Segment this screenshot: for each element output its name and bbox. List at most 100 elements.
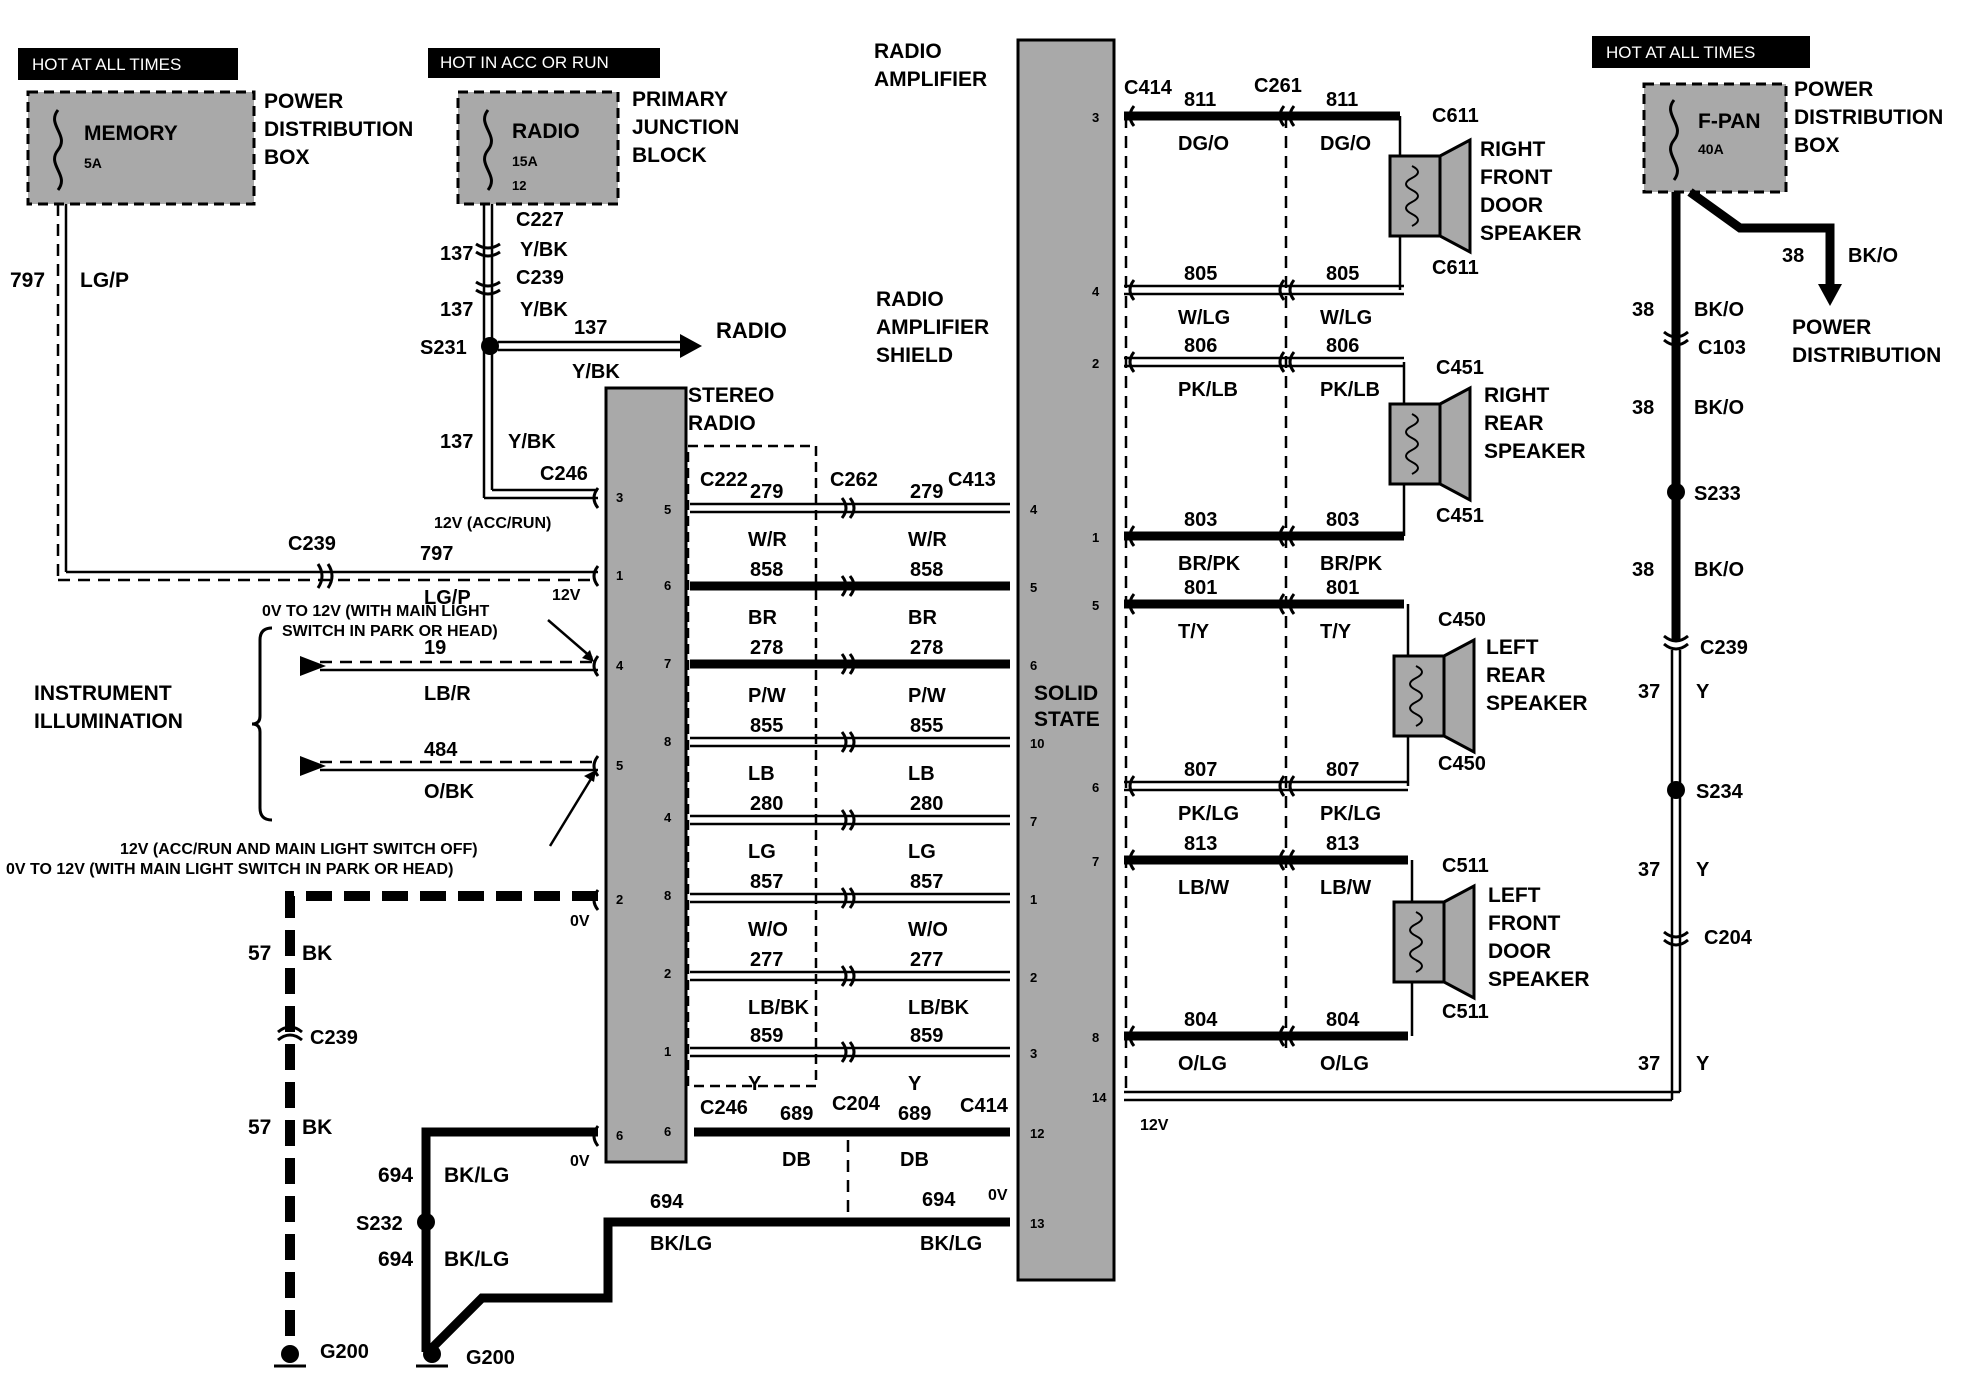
connector-c227-icon xyxy=(475,242,501,258)
c239-label-ground: C239 xyxy=(310,1027,358,1049)
banner-text-left: HOT AT ALL TIMES xyxy=(32,55,181,74)
c511-label-bottom: C511 xyxy=(1442,1001,1489,1023)
c611-label-top: C611 xyxy=(1432,105,1479,127)
wire-137-color-1: Y/BK xyxy=(520,239,568,261)
radio-pin4-connector xyxy=(592,655,600,677)
speaker-wire-connector-icon xyxy=(1128,279,1136,301)
speaker-right-rear-icon xyxy=(1388,385,1472,503)
amp-left-pin: 4 xyxy=(1030,502,1038,517)
amp-right-pin: 1 xyxy=(1092,530,1099,545)
mid-wire-color: BR xyxy=(748,607,777,629)
mid-wire-color: W/O xyxy=(748,919,788,941)
c414-label-bottom: C414 xyxy=(960,1095,1009,1117)
s233-label: S233 xyxy=(1694,483,1741,505)
wire-484-num: 484 xyxy=(424,739,458,761)
mid-wire-color: LB xyxy=(748,763,775,785)
wire-797-num-h: 797 xyxy=(420,543,453,565)
c246-label-bottom: C246 xyxy=(700,1097,748,1119)
c239-label-top: C239 xyxy=(516,267,564,289)
radio-pin-l-4: 5 xyxy=(616,758,623,773)
radio-pin-r-9: 6 xyxy=(664,1124,671,1139)
speaker-wire-connector-icon xyxy=(1128,593,1136,615)
solid-state-line2: STATE xyxy=(1034,708,1100,731)
instrument-illumination-line2: ILLUMINATION xyxy=(34,710,183,733)
c413-label: C413 xyxy=(948,469,996,491)
speaker-wire-connector-icon xyxy=(1128,105,1136,127)
speaker-wire-num: 806 xyxy=(1184,335,1217,357)
mid-wire-color: P/W xyxy=(748,685,786,707)
radio-pin1-connector xyxy=(592,565,600,587)
pdb-left-line3: BOX xyxy=(264,146,310,169)
fpan-fuse-name: F-PAN xyxy=(1698,110,1761,133)
illumination-brace-icon xyxy=(251,626,273,822)
amp-left-pin: 7 xyxy=(1030,814,1037,829)
speaker-wire-num: 801 xyxy=(1184,577,1217,599)
speaker-wire-color: DG/O xyxy=(1320,133,1371,155)
wire-797-color-h: LG/P xyxy=(424,587,471,609)
wire-137-num-3: 137 xyxy=(574,317,607,339)
mid-wire-color: LG xyxy=(908,841,936,863)
voltage-note1-line1: 0V TO 12V (WITH MAIN LIGHT xyxy=(262,603,490,620)
mid-wire-connector-icon xyxy=(840,731,856,753)
wire-57-color-2: BK xyxy=(302,1116,332,1139)
radio-fuse-name: RADIO xyxy=(512,120,580,143)
c450-label-bottom: C450 xyxy=(1438,753,1486,775)
speaker-left-rear-icon xyxy=(1392,637,1476,755)
pjb-line1: PRIMARY xyxy=(632,88,728,111)
c414-label-top: C414 xyxy=(1124,77,1173,99)
voltage-0v-pin2: 0V xyxy=(570,913,590,930)
speaker-wire-num: 807 xyxy=(1184,759,1217,781)
mid-wire-num: 858 xyxy=(750,559,783,581)
rf-line1: RIGHT xyxy=(1480,138,1546,161)
mid-wire-color: W/O xyxy=(908,919,948,941)
speaker-wire-connector-icon xyxy=(1128,849,1136,871)
connector-c103-icon xyxy=(1663,330,1689,347)
lr-line2: REAR xyxy=(1486,664,1546,687)
wire-689-color-2: DB xyxy=(900,1149,929,1171)
speaker-wire-color: O/LG xyxy=(1320,1053,1369,1075)
s231-label: S231 xyxy=(420,337,467,359)
mid-wire-num: 278 xyxy=(750,637,783,659)
mid-wire-color: Y xyxy=(908,1073,922,1095)
amp-left-pin: 6 xyxy=(1030,658,1037,673)
connector-c239-icon xyxy=(316,563,334,589)
c204-label-mid: C204 xyxy=(832,1093,881,1115)
speaker-wire-connector-icon xyxy=(1128,1025,1136,1047)
speaker-wire-num: 803 xyxy=(1184,509,1217,531)
radio-fuse-icon xyxy=(483,109,493,191)
banner-hot-at-all-times-right xyxy=(1592,36,1810,68)
mid-wire-num: 280 xyxy=(910,793,943,815)
banner-text-right: HOT AT ALL TIMES xyxy=(1606,43,1755,62)
wire-137-color-3: Y/BK xyxy=(572,361,620,383)
speaker-wire-connector-icon xyxy=(1278,775,1296,797)
wire-57-color-1: BK xyxy=(302,942,332,965)
speaker-wire-connector-icon xyxy=(1278,279,1296,301)
mid-wire-connector-icon xyxy=(840,887,856,909)
speaker-wire-num: 804 xyxy=(1326,1009,1360,1031)
speaker-wire-color: W/LG xyxy=(1178,307,1230,329)
speaker-right-front-door-icon xyxy=(1388,137,1472,255)
wire-484-color: O/BK xyxy=(424,781,475,803)
lf-line2: FRONT xyxy=(1488,912,1560,935)
speaker-wire-color: DG/O xyxy=(1178,133,1229,155)
amp-right-pin: 5 xyxy=(1092,598,1099,613)
speaker-wire-connector-icon xyxy=(1278,105,1296,127)
pdb-right-line1: POWER xyxy=(1794,78,1873,101)
amp-left-pin: 5 xyxy=(1030,580,1037,595)
amp-right-pin: 2 xyxy=(1092,356,1099,371)
arrow-to-radio-icon xyxy=(680,334,702,358)
speaker-wire-color: PK/LB xyxy=(1178,379,1238,401)
speaker-wire-color: PK/LB xyxy=(1320,379,1380,401)
wire-37-color-1: Y xyxy=(1696,681,1710,703)
amp-left-pin: 10 xyxy=(1030,736,1044,751)
voltage-note1-arrowhead xyxy=(582,650,594,662)
splice-s231 xyxy=(481,337,499,355)
wire-57-num-1: 57 xyxy=(248,942,271,965)
speaker-wire-connector-icon xyxy=(1278,593,1296,615)
amp-shield-line2: AMPLIFIER xyxy=(876,316,989,339)
voltage-12v-accrun: 12V (ACC/RUN) xyxy=(434,515,551,532)
radio-pin-r-3: 7 xyxy=(664,656,671,671)
radio-pin-l-6: 6 xyxy=(616,1128,623,1143)
c239-label-797: C239 xyxy=(288,533,336,555)
connector-c204-right-icon xyxy=(1663,930,1689,947)
